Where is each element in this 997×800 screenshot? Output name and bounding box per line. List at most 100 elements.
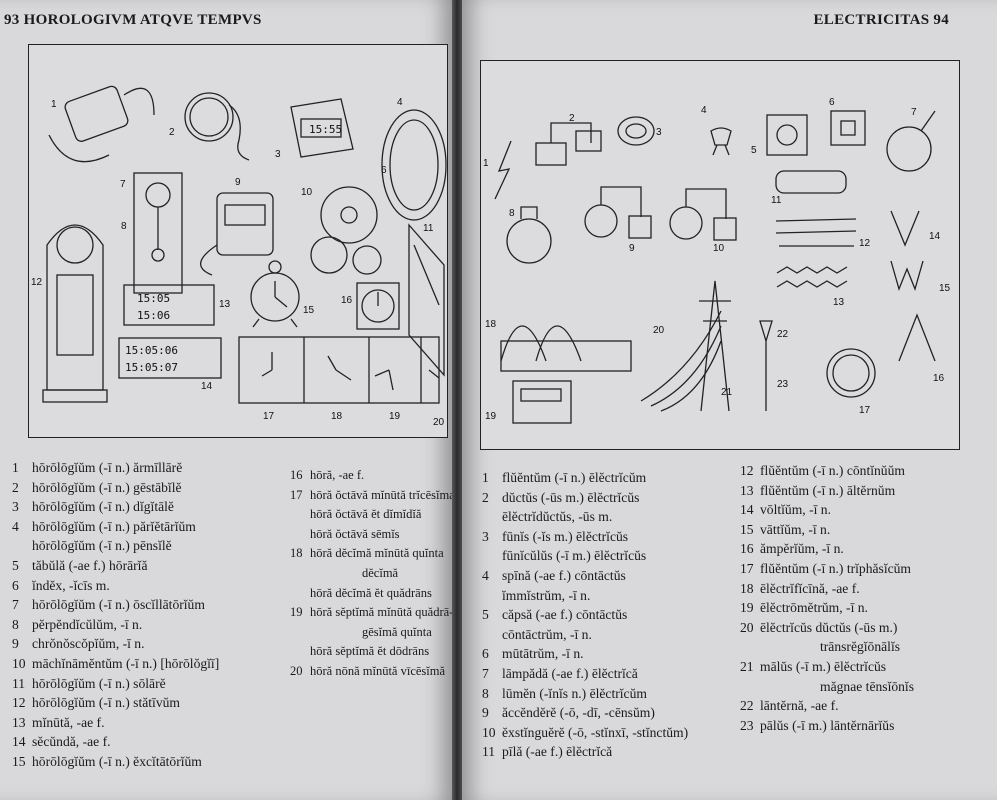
svg-text:9: 9	[629, 243, 635, 254]
svg-text:12: 12	[859, 238, 871, 249]
legend-entry-text: hōrōlōgĭŭm (-ī n.) ărmīllārĕ	[32, 460, 183, 475]
svg-text:13: 13	[219, 299, 231, 310]
legend-entry-text: ēlĕctrĭcŭs dŭctŭs (-ūs m.)	[760, 619, 898, 635]
legend-entry-text: ĭndĕx, -ĭcīs m.	[32, 577, 110, 593]
legend-entry-text: vāttĭŭm, -ī n.	[760, 521, 831, 537]
legend-entry-text: hōră nōnă mĭnūtă vīcēsĭmă	[310, 663, 446, 678]
svg-text:15:05:07: 15:05:07	[125, 361, 178, 374]
svg-text:8: 8	[509, 208, 515, 219]
legend-entry: hōră dĕcĭmă ĕt quădrāns	[290, 584, 452, 604]
direct-current-icon	[775, 218, 857, 247]
legend-entry: 12 hōrōlōgĭŭm (-ī n.) stătīvŭm	[12, 693, 282, 713]
svg-text:15:06: 15:06	[137, 309, 170, 322]
lantern-post-icon	[759, 320, 773, 411]
svg-text:21: 21	[721, 387, 733, 398]
right-page: ELECTRICITAS 94	[462, 0, 997, 800]
legend-entry-number: 6	[12, 577, 19, 593]
legend-entry-number: 21	[740, 658, 754, 674]
svg-text:3: 3	[275, 149, 281, 160]
legend-entry-number: 12	[12, 695, 26, 711]
legend-entry: hōră ŏctāvă ĕt dĭmĭdĭă	[290, 505, 452, 525]
legend-entry-number: 8	[482, 685, 489, 701]
legend-entry-number: 2	[12, 479, 19, 495]
svg-text:11: 11	[423, 223, 434, 234]
legend-entry-number: 17	[290, 487, 303, 502]
left-page: 93 HOROLOGIVM ATQVE TEMPVS	[0, 0, 452, 800]
legend-entry-text: hōrōlōgĭŭm (-ī n.) ōscĭllātōrĭŭm	[32, 597, 205, 613]
legend-entry-number: 11	[482, 744, 496, 760]
legend-entry-text: pĕrpĕndĭcŭlŭm, -ī n.	[32, 616, 143, 632]
pylon-icon	[699, 280, 731, 412]
legend-entry-text: hōrōlōgĭŭm (-ī n.) sōlārĕ	[32, 675, 166, 691]
grandfather-clock-icon	[42, 224, 108, 403]
legend-entry-number: 18	[740, 580, 754, 596]
socket-icon	[766, 114, 808, 156]
svg-text:15:05:06: 15:05:06	[125, 344, 178, 357]
svg-text:5: 5	[751, 145, 757, 156]
legend-entry-number: 10	[12, 655, 26, 671]
legend-entry-text: flŭĕntŭm (-ī n.) cōntĭnŭŭm	[760, 463, 905, 478]
legend-entry-text: hōră sĕptĭmă ĕt dōdrāns	[310, 644, 430, 659]
pocket-watch-icon	[184, 92, 250, 161]
bulb-switch-off-icon	[669, 188, 737, 241]
legend-entry-text: flŭĕntŭm (-ī n.) trĭphăsĭcŭm	[760, 560, 912, 576]
legend-entry-number: 5	[12, 557, 19, 573]
legend-entry: cōntāctrŭm, -ī n.	[482, 625, 742, 645]
legend-entry-text: hōră dĕcĭmă mĭnūtă quĭnta	[310, 546, 444, 561]
wristwatch-icon	[48, 85, 155, 163]
legend-entry-text: hōrōlōgĭŭm (-ī n.) pēnsĭlĕ	[32, 538, 172, 554]
legend-entry-number: 8	[12, 616, 19, 632]
legend-entry-text: chrŏnŏscŏpĭŭm, -ī n.	[32, 636, 145, 652]
legend-entry-number: 4	[12, 518, 19, 534]
svg-text:1: 1	[483, 158, 489, 169]
legend-entry-text: hōrōlōgĭŭm (-ī n.) stătīvŭm	[32, 695, 181, 711]
legend-entry-text: spīnă (-ae f.) cōntāctŭs	[502, 567, 626, 583]
legend-entry-text: dŭctŭs (-ūs m.) ēlĕctrĭcŭs	[502, 489, 640, 505]
legend-entry: 4 hōrōlōgĭŭm (-ī n.) părĭĕtārĭŭm	[12, 517, 282, 537]
legend-entry-text: hōrōlōgĭŭm (-ī n.) dĭgĭtālĕ	[32, 499, 174, 515]
legend-entry-text: lūmĕn (-ĭnĭs n.) ēlĕctrĭcŭm	[502, 685, 647, 701]
svg-text:14: 14	[929, 231, 941, 242]
legend-entry-text: măgnae tēnsĭōnĭs	[820, 678, 915, 694]
legend-entry-text: ĕxstĭnguĕrĕ (-ō, -stĭnxī, -stĭnctŭm)	[502, 724, 689, 740]
legend-entry-number: 15	[740, 521, 754, 537]
book-gutter	[450, 0, 464, 800]
svg-text:7: 7	[911, 107, 917, 118]
bulb-switch-on-icon	[584, 186, 652, 239]
legend-entry-text: hōrōlōgĭŭm (-ī n.) părĭĕtārĭŭm	[32, 518, 196, 534]
legend-entry-number: 14	[12, 734, 26, 750]
legend-entry-text: ĭmmĭstrŭm, -ī n.	[502, 587, 591, 603]
stopwatch-icon	[200, 192, 274, 276]
legend-entry-number: 7	[482, 665, 489, 681]
legend-entry-text: hōră ŏctāvă sēmĭs	[310, 526, 400, 541]
svg-text:20: 20	[653, 325, 665, 336]
clock-faces-strip-icon	[238, 336, 440, 404]
legend-entry-text: trānsrĕgĭōnālĭs	[820, 639, 901, 655]
legend-entry-number: 16	[740, 541, 754, 557]
svg-text:19: 19	[485, 411, 497, 422]
legend-entry-text: mĭnūtă, -ae f.	[32, 714, 105, 730]
legend-entry-text: dĕcĭmă	[362, 565, 399, 580]
svg-text:6: 6	[829, 97, 835, 108]
lit-bulb-icon	[506, 206, 552, 264]
